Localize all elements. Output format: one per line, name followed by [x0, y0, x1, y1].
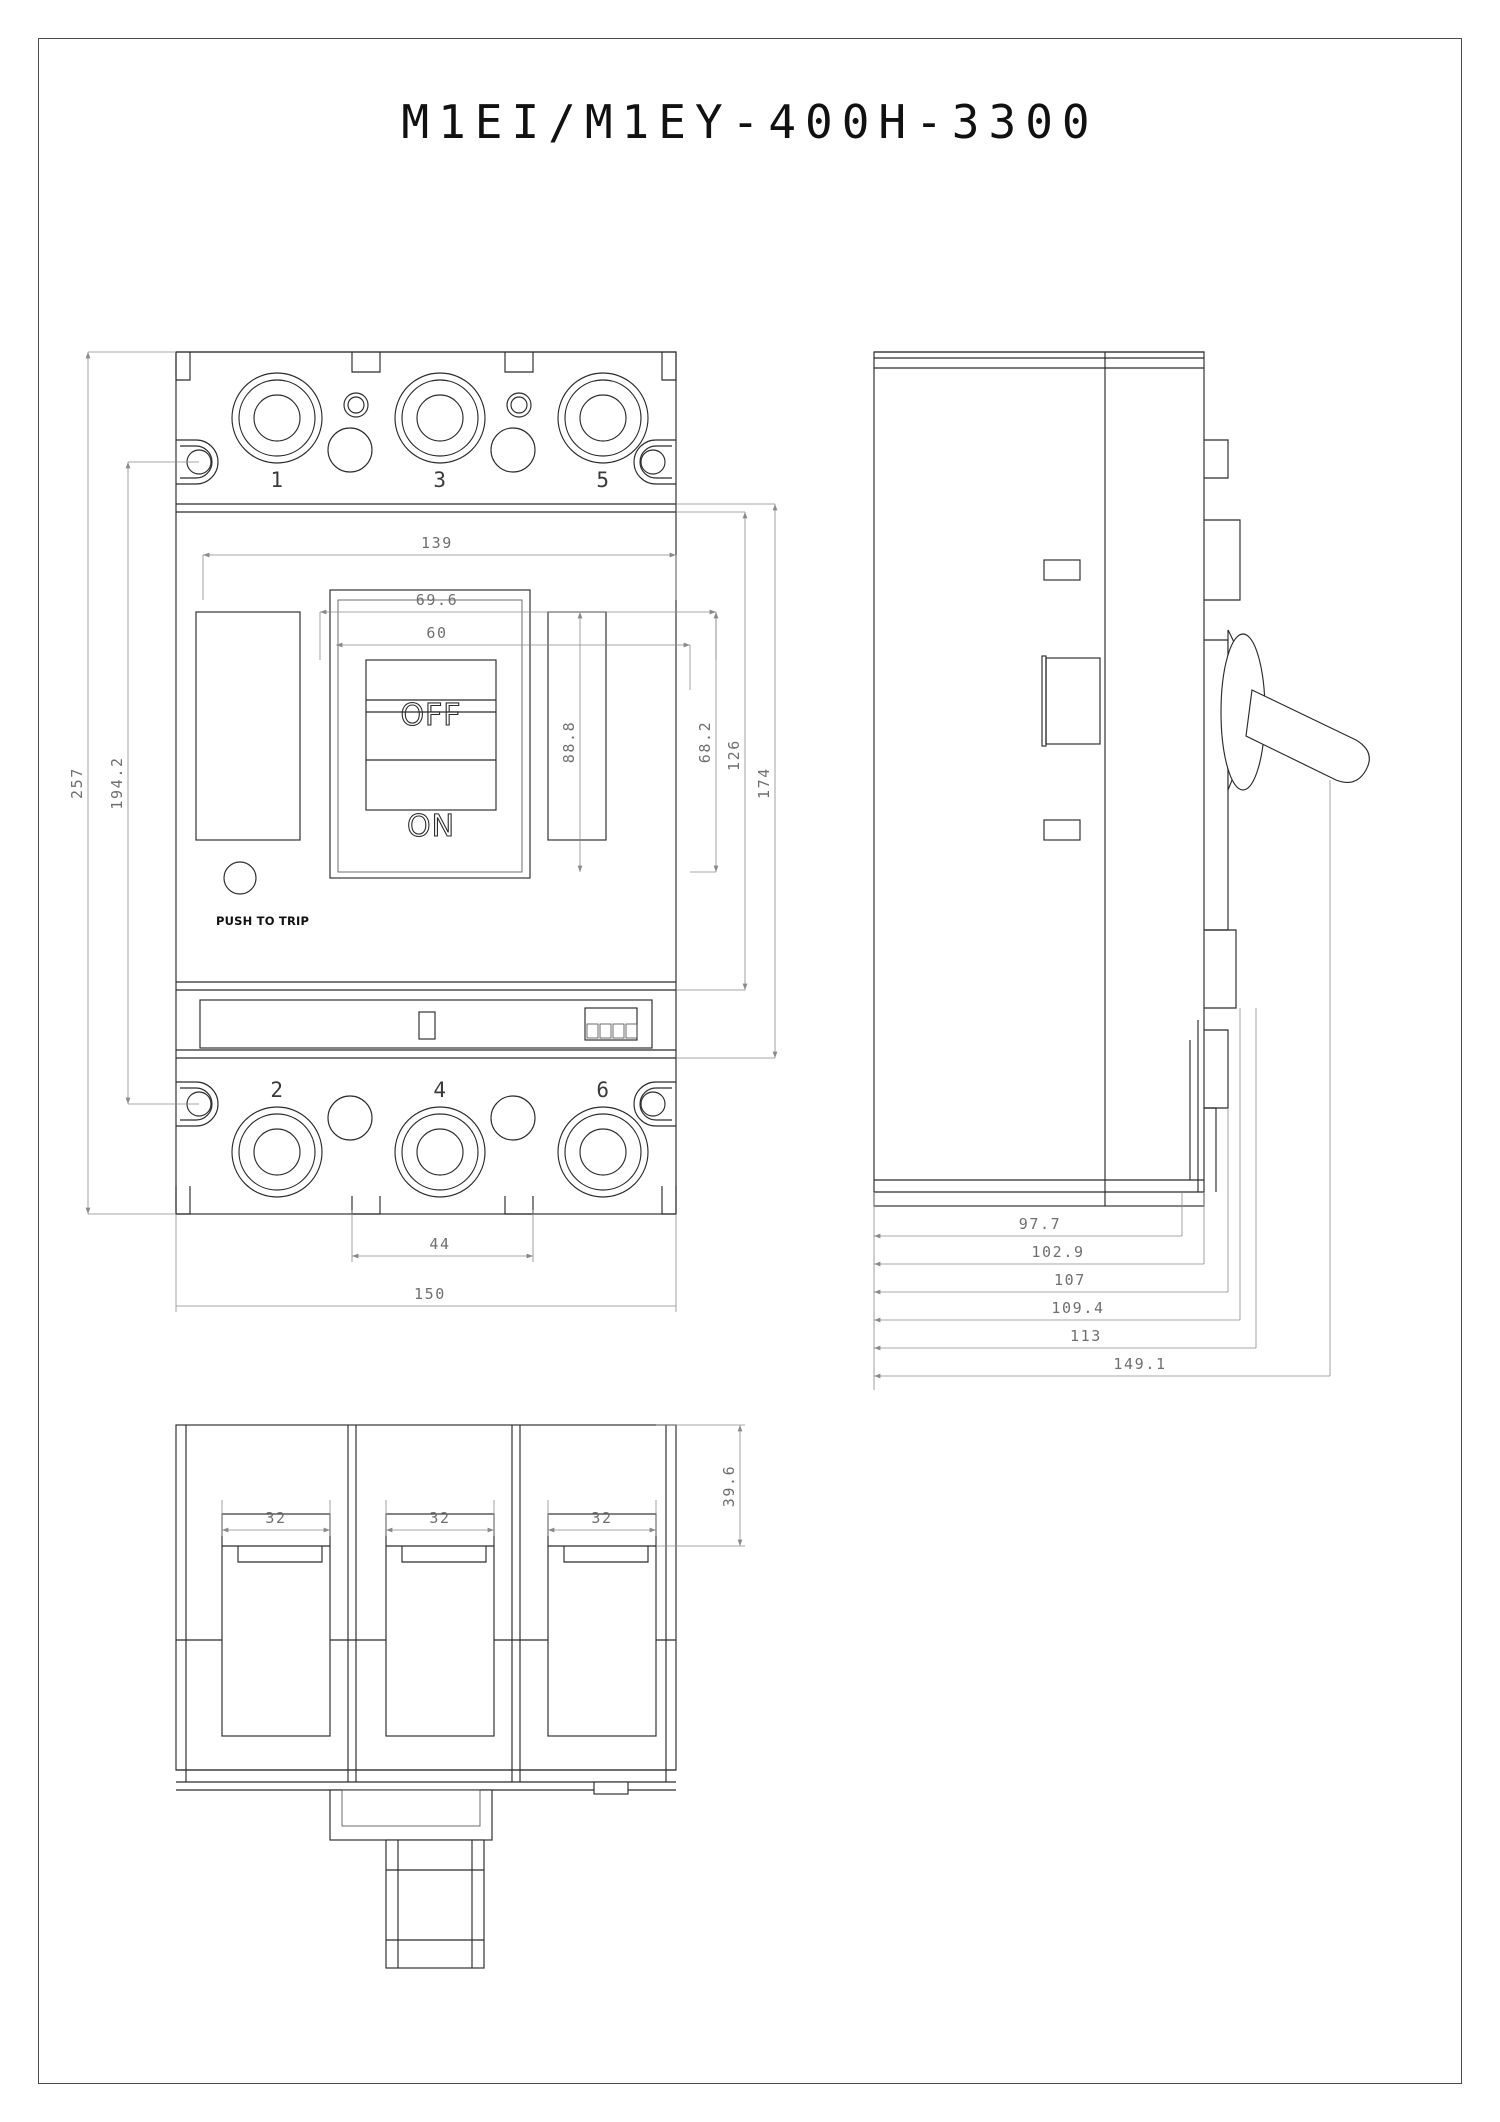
dim-side-107: 107 [1054, 1271, 1086, 1289]
terminal-label-5: 5 [596, 468, 609, 492]
dim-window-inner-width: 60 [426, 624, 447, 642]
bottom-terminal-4 [394, 1106, 486, 1198]
dim-side-149-1: 149.1 [1113, 1355, 1166, 1373]
dim-pole-width-1: 32 [265, 1509, 286, 1527]
dim-pole-width-3: 32 [591, 1509, 612, 1527]
dim-side-102-9: 102.9 [1031, 1243, 1084, 1261]
dim-overall-width: 150 [414, 1285, 446, 1303]
dim-side-97-7: 97.7 [1019, 1215, 1062, 1233]
side-view-geometry [873, 351, 1370, 1207]
dim-mid-height: 126 [725, 739, 743, 771]
terminal-label-2: 2 [270, 1078, 283, 1102]
toggle-on-label: ON [407, 809, 455, 844]
dim-handle-window-height: 88.8 [560, 721, 578, 764]
dim-slot-spacing: 44 [429, 1235, 450, 1253]
dim-window-outer-width: 69.6 [416, 591, 459, 609]
bottom-terminal-6 [557, 1106, 649, 1198]
terminal-label-1: 1 [270, 468, 283, 492]
drawing-title: M1EI/M1EY-400H-3300 [401, 95, 1099, 149]
push-to-trip-label: PUSH TO TRIP [216, 914, 309, 928]
dim-side-113: 113 [1070, 1327, 1102, 1345]
top-terminal-3 [394, 372, 486, 464]
dim-mounting-height: 194.2 [108, 756, 126, 809]
top-terminal-5 [557, 372, 649, 464]
dim-pole-width-2: 32 [429, 1509, 450, 1527]
bottom-terminal-2 [231, 1106, 323, 1198]
top-terminal-1 [231, 372, 323, 464]
bottom-view-geometry [175, 1424, 677, 1969]
dim-side-109-4: 109.4 [1051, 1299, 1104, 1317]
terminal-label-6: 6 [596, 1078, 609, 1102]
front-view-geometry: 1 3 5 2 4 6 OFF ON PUSH TO TRIP [175, 351, 677, 1215]
sheet-border [38, 38, 1462, 2084]
dim-body-height: 174 [755, 767, 773, 799]
terminal-label-3: 3 [433, 468, 446, 492]
bottom-view-dimensions: 32 32 32 39.6 [221, 1424, 745, 1547]
toggle-off-label: OFF [400, 698, 461, 733]
front-view-dimensions: 257 194.2 139 69.6 60 88.8 [68, 351, 778, 1312]
dim-inner-height: 68.2 [696, 721, 714, 764]
dim-overall-height: 257 [68, 767, 86, 799]
dim-bottom-depth: 39.6 [720, 1465, 738, 1508]
dim-body-width: 139 [421, 534, 453, 552]
terminal-label-4: 4 [433, 1078, 446, 1102]
side-view-dimensions: 97.7 102.9 107 109.4 113 149.1 [873, 780, 1331, 1390]
